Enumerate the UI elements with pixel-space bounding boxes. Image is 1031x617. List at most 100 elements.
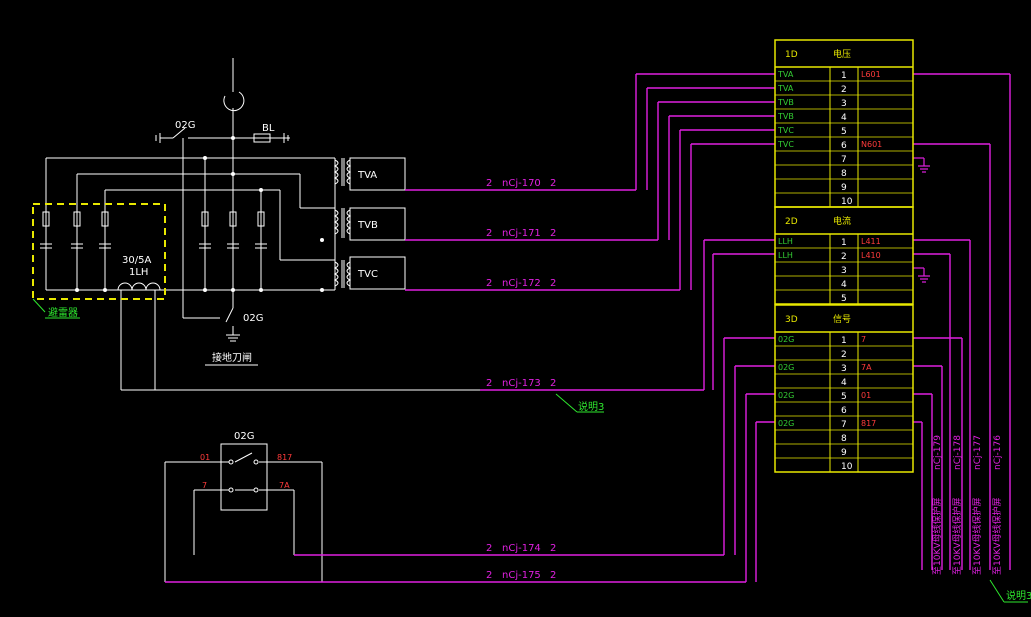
terminal-left-label: 02G: [778, 419, 794, 428]
outgoing-cable-id: nCj-177: [973, 435, 983, 470]
terminal-left-label: LLH: [778, 237, 793, 246]
callout-3b: 说明3: [1006, 589, 1031, 602]
svg-text:2: 2: [550, 570, 556, 581]
terminal-right-label: L601: [861, 70, 881, 79]
terminal-block-2D: [774, 206, 914, 305]
terminal-right-label: 7A: [861, 363, 872, 372]
svg-text:2: 2: [550, 378, 556, 389]
svg-text:2: 2: [486, 543, 492, 554]
terminal-right-label: 01: [861, 391, 871, 400]
label-tvc: TVC: [357, 269, 378, 280]
terminal-number: 8: [841, 434, 847, 444]
svg-text:nCj-171: nCj-171: [502, 228, 541, 239]
svg-text:nCj-174: nCj-174: [502, 543, 541, 554]
terminal-number: 1: [841, 238, 847, 248]
terminal-block-title: 信号: [833, 313, 851, 325]
terminal-left-label: TVA: [777, 70, 794, 79]
outgoing-destination: 至10KV母线保护屏: [951, 497, 963, 575]
terminal-block-title: 电流: [833, 215, 851, 227]
terminal-number: 2: [841, 252, 847, 262]
outgoing-cable-id: nCj-176: [993, 435, 1003, 470]
aux-switch-title: 02G: [234, 431, 254, 442]
outgoing-labels: nCj-179至10KV母线保护屏nCj-178至10KV母线保护屏nCj-17…: [931, 435, 1003, 575]
terminal-number: 7: [841, 420, 847, 430]
terminal-left-label: TVA: [777, 84, 794, 93]
cable-wires: [165, 73, 1011, 583]
terminal-number: 3: [841, 364, 847, 374]
arrester-dashed-box: [32, 203, 166, 300]
svg-text:2: 2: [550, 178, 556, 189]
terminal-block-title: 电压: [833, 48, 851, 60]
svg-text:2: 2: [486, 178, 492, 189]
label-tvb: TVB: [357, 220, 378, 231]
terminal-right-label: 7: [861, 335, 866, 344]
terminal-block-1D: [774, 39, 914, 208]
ground-icons: [913, 157, 930, 283]
terminal-block-name: 3D: [785, 315, 798, 325]
label-02g-bottom: 02G: [243, 313, 263, 324]
label-bl: BL: [262, 123, 275, 134]
outgoing-cable-id: nCj-178: [953, 435, 963, 470]
pt-transformers: [333, 157, 406, 290]
terminal-number: 7: [841, 155, 847, 165]
terminal-block-name: 1D: [785, 50, 798, 60]
aux-left-top: 01: [200, 453, 210, 462]
terminal-number: 10: [841, 462, 853, 472]
terminal-left-label: TVB: [777, 98, 794, 107]
cable-labels: 2 nCj-170 2 2 nCj-171 2 2 nCj-172 2 2 nC…: [486, 178, 556, 581]
terminal-number: 5: [841, 392, 847, 402]
terminal-number: 2: [841, 350, 847, 360]
svg-text:nCj-170: nCj-170: [502, 178, 541, 189]
terminal-number: 9: [841, 448, 847, 458]
terminal-number: 9: [841, 183, 847, 193]
svg-text:2: 2: [486, 228, 492, 239]
terminal-number: 3: [841, 99, 847, 109]
terminal-number: 10: [841, 197, 853, 207]
terminal-number: 8: [841, 169, 847, 179]
callout-3: 说明3: [578, 400, 604, 413]
terminal-left-label: 02G: [778, 335, 794, 344]
terminal-left-label: 02G: [778, 363, 794, 372]
label-arrester: 避雷器: [48, 306, 78, 319]
terminal-number: 4: [841, 280, 847, 290]
terminal-number: 5: [841, 294, 847, 304]
aux-left-bottom: 7: [202, 481, 207, 490]
svg-text:nCj-172: nCj-172: [502, 278, 541, 289]
svg-text:2: 2: [486, 378, 492, 389]
aux-switch-box: [220, 443, 268, 511]
terminal-number: 3: [841, 266, 847, 276]
terminal-number: 6: [841, 406, 847, 416]
svg-text:nCj-173: nCj-173: [502, 378, 541, 389]
svg-text:2: 2: [550, 543, 556, 554]
terminal-block-3D: [774, 304, 914, 473]
terminal-number: 4: [841, 378, 847, 388]
outgoing-destination: 至10KV母线保护屏: [991, 497, 1003, 575]
terminal-number: 4: [841, 113, 847, 123]
svg-text:2: 2: [486, 278, 492, 289]
label-ct-ratio: 30/5A: [122, 255, 151, 266]
label-02g-top: 02G: [175, 120, 195, 131]
svg-text:2: 2: [550, 228, 556, 239]
svg-text:2: 2: [550, 278, 556, 289]
aux-right-bottom: 7A: [279, 481, 290, 490]
terminal-number: 1: [841, 336, 847, 346]
terminal-left-label: TVB: [777, 112, 794, 121]
aux-right-top: 817: [277, 453, 292, 462]
terminal-number: 1: [841, 71, 847, 81]
label-1lh: 1LH: [129, 267, 148, 278]
terminal-number: 2: [841, 85, 847, 95]
terminal-left-label: 02G: [778, 391, 794, 400]
terminal-block-name: 2D: [785, 217, 798, 227]
terminal-right-label: N601: [861, 140, 882, 149]
label-tva: TVA: [357, 170, 377, 181]
outgoing-destination: 至10KV母线保护屏: [931, 497, 943, 575]
terminal-left-label: TVC: [777, 140, 794, 149]
terminal-right-label: 817: [861, 419, 876, 428]
terminal-right-label: L410: [861, 251, 881, 260]
terminal-left-label: LLH: [778, 251, 793, 260]
terminal-number: 5: [841, 127, 847, 137]
terminal-right-label: L411: [861, 237, 881, 246]
outgoing-destination: 至10KV母线保护屏: [971, 497, 983, 575]
